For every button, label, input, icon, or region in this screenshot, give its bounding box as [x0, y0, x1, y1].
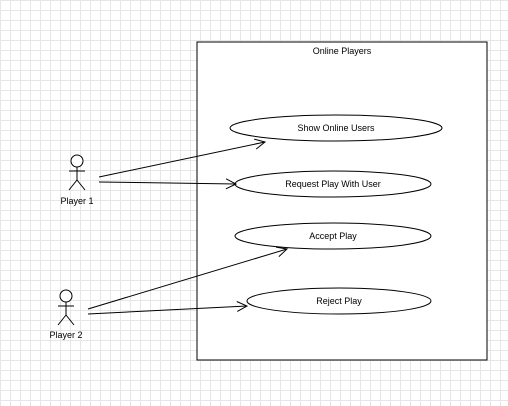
actor-label: Player 2	[49, 330, 82, 340]
use-case-ellipse	[229, 114, 443, 142]
association-player2-accept-play[interactable]	[87, 249, 287, 310]
use-case-reject-play[interactable]: Reject Play	[246, 287, 432, 315]
actor-label: Player 1	[60, 196, 93, 206]
stick-figure-icon	[68, 154, 86, 191]
use-case-label: Accept Play	[309, 231, 357, 241]
use-case-show-online-users[interactable]: Show Online Users	[229, 114, 443, 142]
system-title: Online Players	[313, 46, 372, 56]
actor-player-2[interactable]: Player 2	[49, 289, 83, 340]
use-case-label: Request Play With User	[285, 179, 381, 189]
use-case-request-play[interactable]: Request Play With User	[234, 170, 432, 198]
association-player1-request-play[interactable]	[98, 182, 236, 184]
use-case-accept-play[interactable]: Accept Play	[234, 222, 432, 250]
association-player2-reject-play[interactable]	[87, 306, 247, 315]
actor-player-1[interactable]: Player 1	[60, 154, 94, 206]
use-case-label: Reject Play	[316, 296, 362, 306]
association-player1-show-online-users[interactable]	[98, 142, 265, 178]
use-case-ellipse	[234, 222, 432, 250]
use-case-ellipse	[246, 287, 432, 315]
use-case-label: Show Online Users	[297, 123, 375, 133]
stick-figure-icon	[57, 289, 75, 326]
